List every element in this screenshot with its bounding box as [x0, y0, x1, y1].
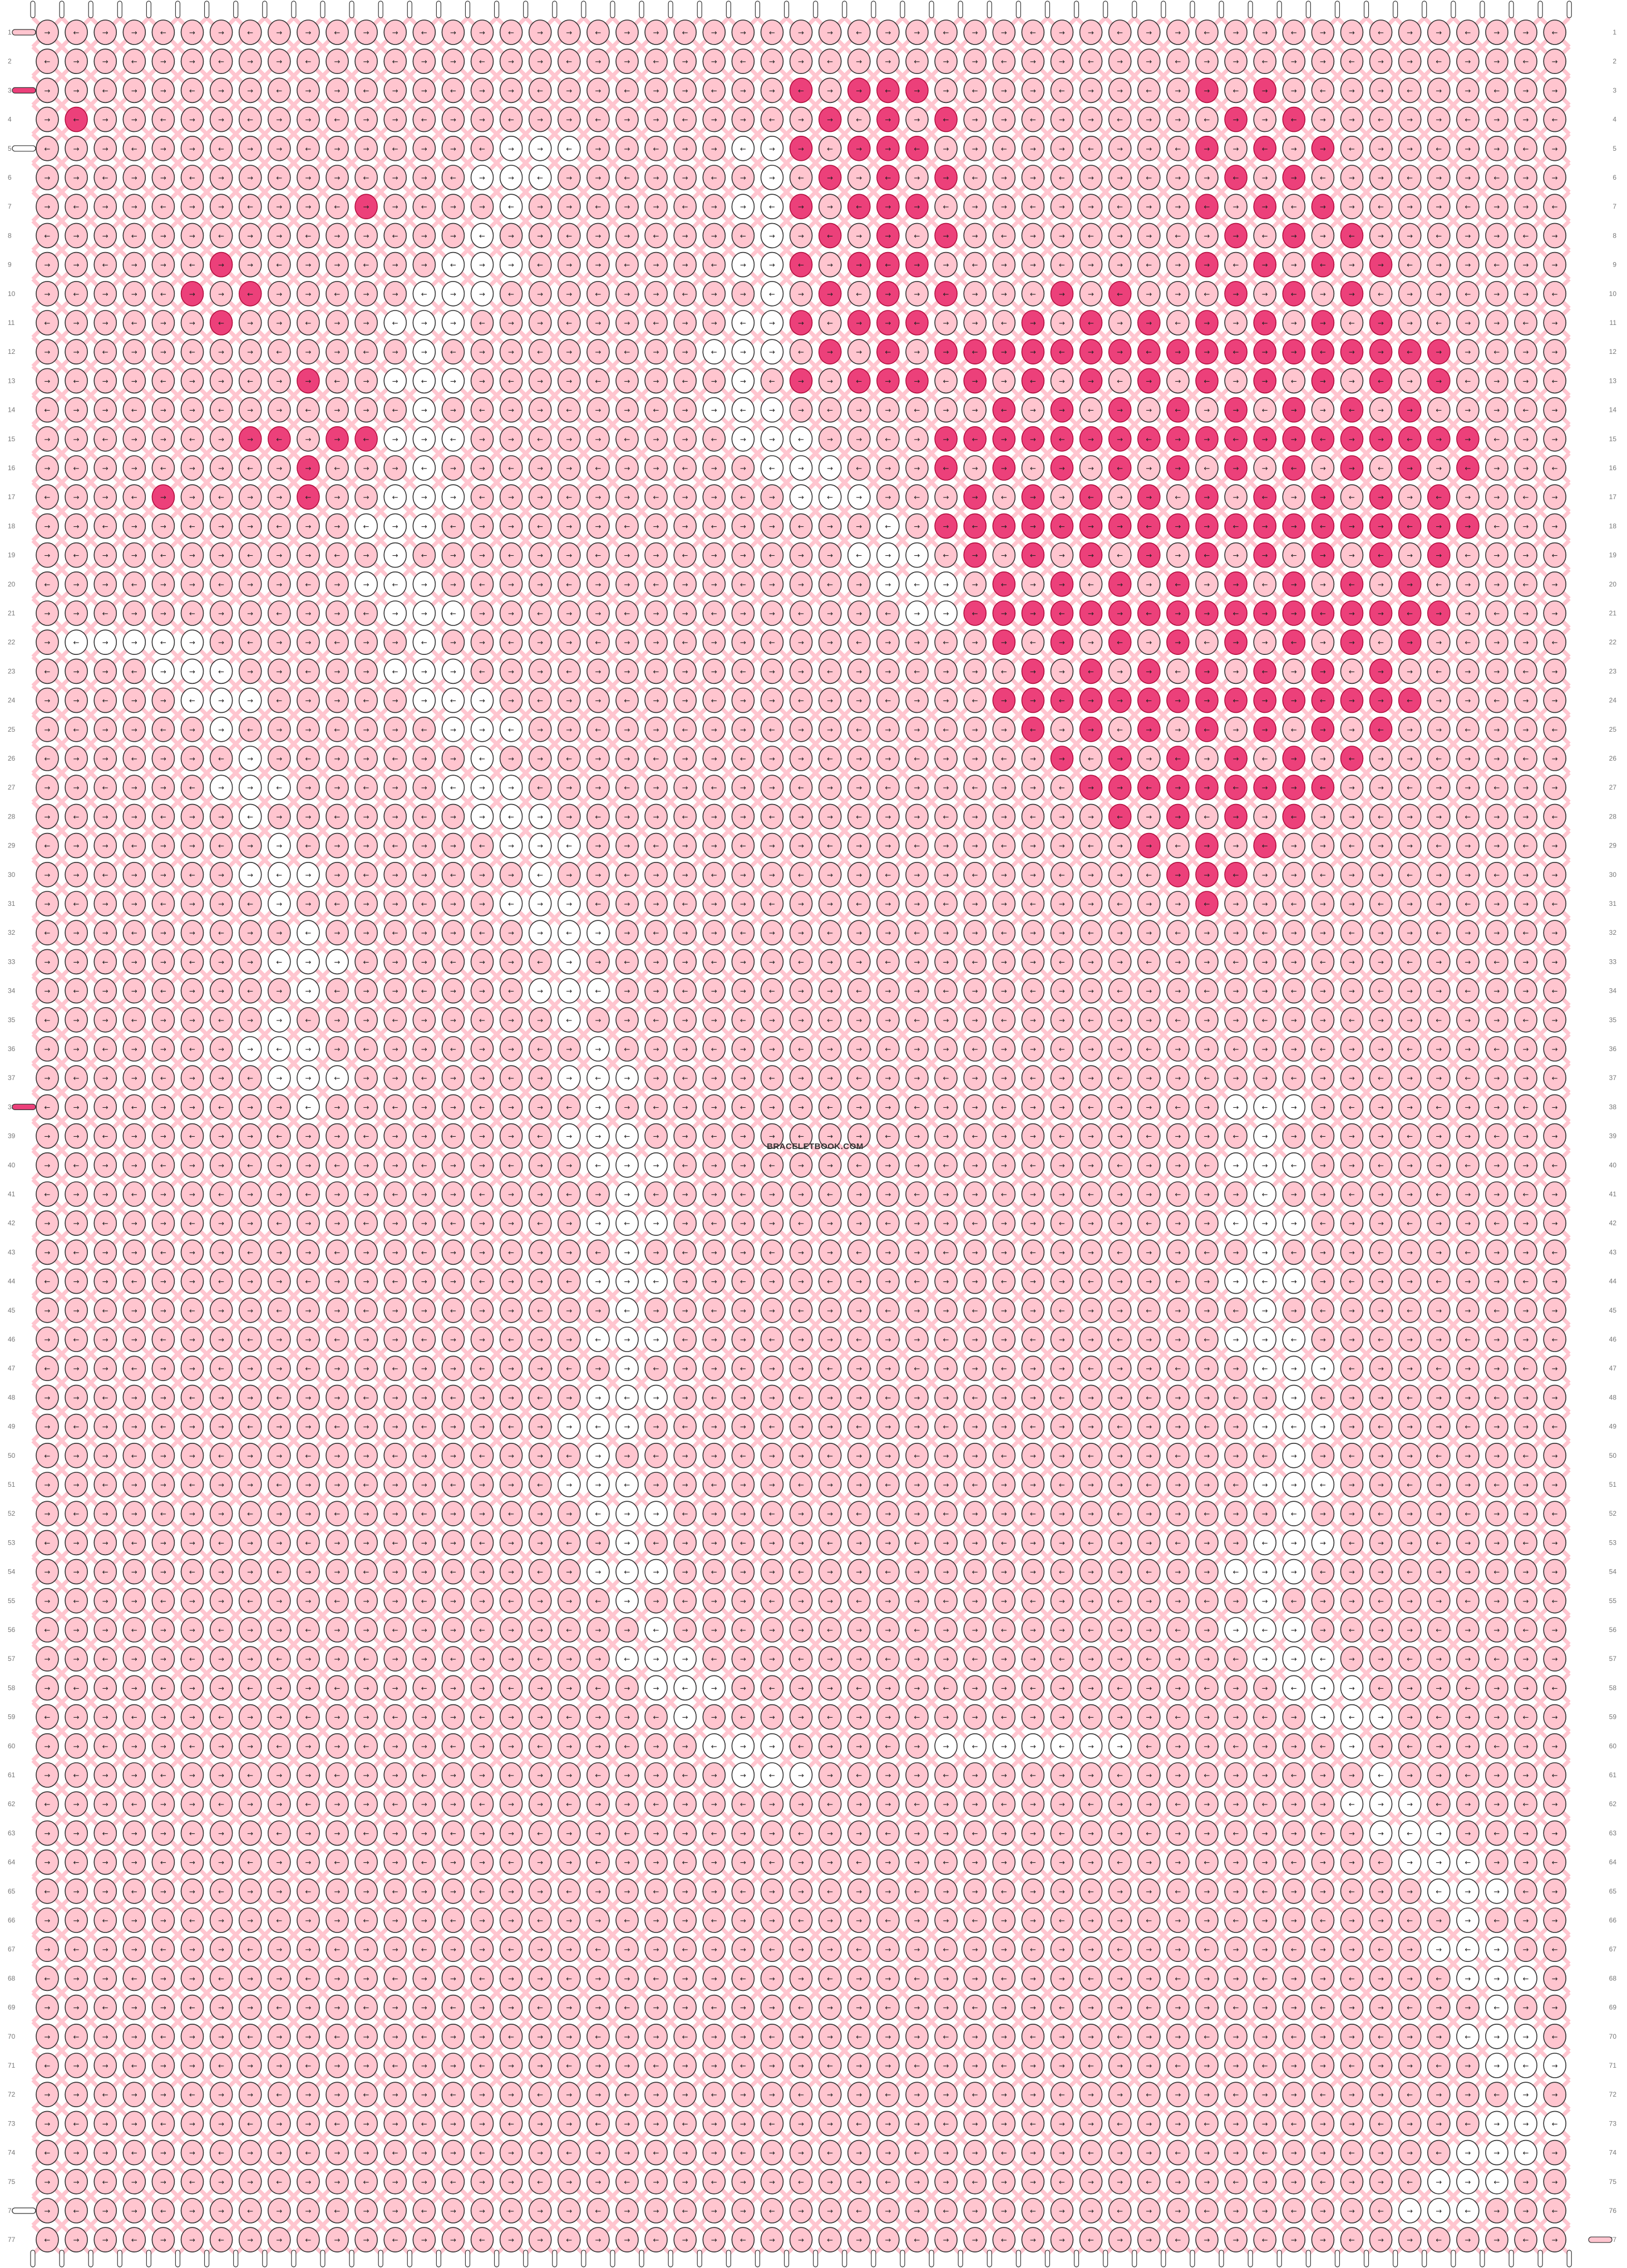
bracelet-pattern-grid: →←→→←→→←→→←→→←→→←→→←→→←→→←→→←→→←→→←→→←→→…: [0, 0, 1627, 2268]
